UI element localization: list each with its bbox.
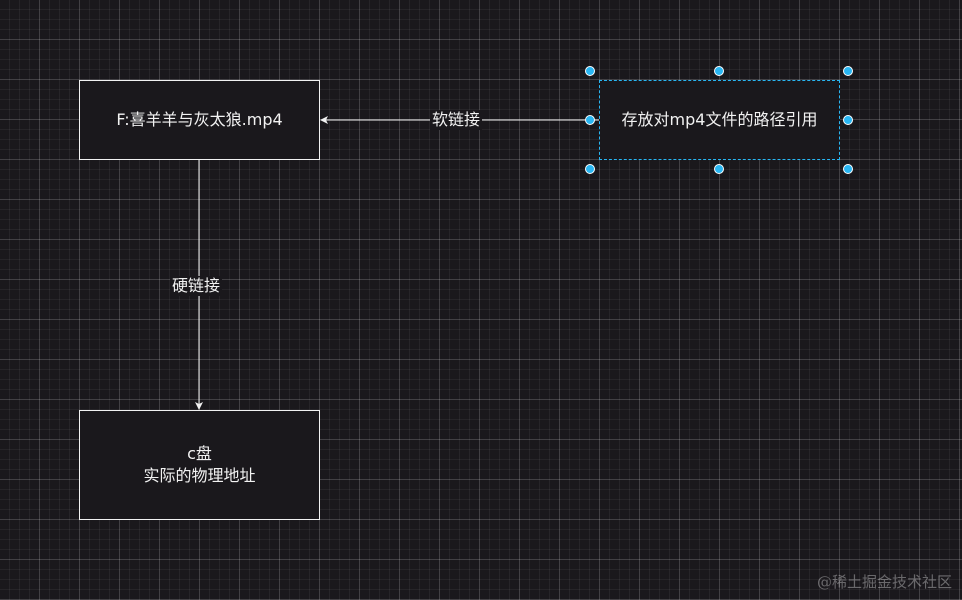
disk-node-subtitle: 实际的物理地址 [143, 466, 256, 485]
resize-handle-bottom-right[interactable] [843, 164, 853, 174]
resize-handle-bottom-left[interactable] [585, 164, 595, 174]
resize-handle-top[interactable] [714, 66, 724, 76]
soft-link-node-label: 存放对mp4文件的路径引用 [621, 110, 818, 129]
resize-handle-bottom[interactable] [714, 164, 724, 174]
watermark: @稀土掘金技术社区 [816, 573, 952, 591]
soft-link-label[interactable]: 软链接 [430, 110, 483, 130]
disk-node-title: c盘 [187, 444, 212, 463]
physical-disk-node[interactable]: c盘 实际的物理地址 [79, 410, 320, 520]
hard-link-label[interactable]: 硬链接 [170, 276, 223, 296]
connection-handle-left[interactable] [585, 115, 595, 125]
resize-handle-top-right[interactable] [843, 66, 853, 76]
file-node[interactable]: F:喜羊羊与灰太狼.mp4 [79, 80, 320, 160]
soft-link-node[interactable]: 存放对mp4文件的路径引用 [599, 80, 840, 160]
resize-handle-top-left[interactable] [585, 66, 595, 76]
resize-handle-right[interactable] [843, 115, 853, 125]
file-node-label: F:喜羊羊与灰太狼.mp4 [116, 110, 283, 129]
